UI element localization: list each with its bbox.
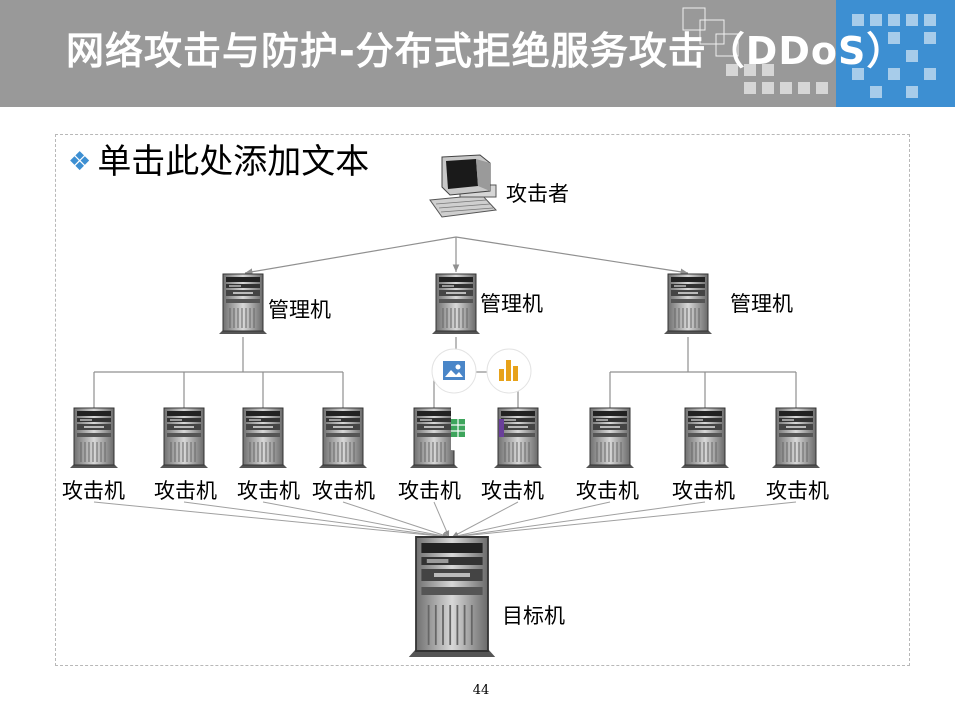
zombie-label: 攻击机 — [672, 479, 735, 503]
insert-media-icon — [499, 419, 504, 437]
handler-label: 管理机 — [480, 292, 543, 316]
slide-title: 网络攻击与防护-分布式拒绝服务攻击（DDoS） — [66, 29, 906, 73]
zombie-label: 攻击机 — [398, 479, 461, 503]
placeholder-text: 单击此处添加文本 — [97, 142, 370, 182]
zombie-label: 攻击机 — [62, 479, 125, 503]
handler-label: 管理机 — [730, 292, 793, 316]
handler-server-icon — [218, 273, 268, 335]
target-label: 目标机 — [502, 604, 565, 628]
zombie-server-icon — [159, 407, 209, 469]
handler-label: 管理机 — [268, 298, 331, 322]
zombie-label: 攻击机 — [154, 479, 217, 503]
zombie-server-icon — [318, 407, 368, 469]
zombie-server-icon — [585, 407, 635, 469]
zombie-label: 攻击机 — [576, 479, 639, 503]
attacker-computer-icon — [429, 154, 498, 218]
insert-chart-icon — [486, 348, 532, 394]
handler-server-icon — [431, 273, 481, 335]
zombie-label: 攻击机 — [237, 479, 300, 503]
diamond-bullet-icon: ❖ — [68, 147, 92, 177]
header-decoration — [682, 7, 936, 98]
text-placeholder[interactable]: ❖单击此处添加文本 — [68, 140, 369, 184]
zombie-server-icon — [409, 407, 459, 469]
zombie-label: 攻击机 — [766, 479, 829, 503]
zombie-server-icon — [771, 407, 821, 469]
header-bar — [0, 0, 955, 107]
zombie-server-icon — [238, 407, 288, 469]
zombie-server-icon — [69, 407, 119, 469]
content-placeholder-box[interactable] — [55, 134, 910, 666]
zombie-server-icon — [493, 407, 543, 469]
zombie-label: 攻击机 — [481, 479, 544, 503]
attacker-label: 攻击者 — [506, 182, 569, 206]
target-server-icon — [407, 536, 497, 658]
zombie-label: 攻击机 — [312, 479, 375, 503]
handler-server-icon — [663, 273, 713, 335]
insert-table-icon — [451, 405, 473, 451]
page-number: 44 — [472, 683, 490, 698]
insert-picture-icon — [431, 348, 477, 394]
zombie-server-icon — [680, 407, 730, 469]
